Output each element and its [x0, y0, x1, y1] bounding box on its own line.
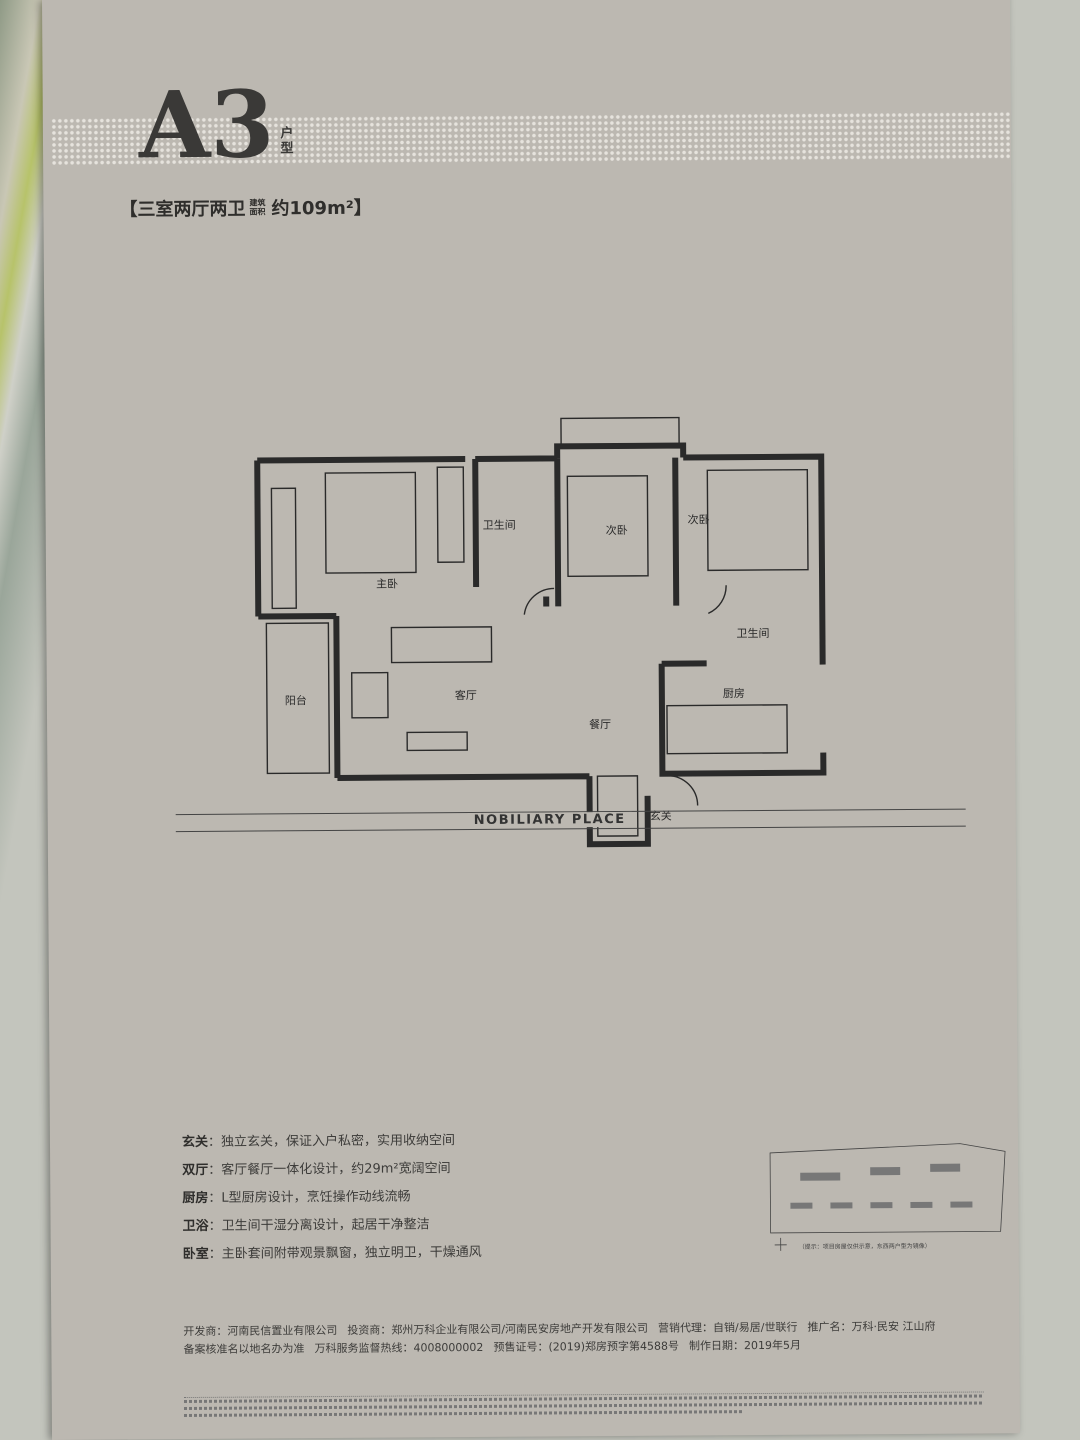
production-date: 制作日期：2019年5月: [688, 1338, 802, 1353]
developer: 开发商：河南民信置业有限公司: [183, 1323, 338, 1339]
room-label: 卫生间: [483, 518, 516, 532]
feature-item: 卧室：主卧套间附带观景飘窗，独立明卫，干燥通风: [182, 1244, 482, 1263]
brochure-page: A3 户型 【三室两厅两卫 建筑面积 约109m²】: [42, 0, 1021, 1440]
unit-heading: A3 户型: [138, 70, 295, 180]
agent: 营销代理：自销/易居/世联行: [657, 1320, 798, 1335]
room-label: 次卧: [606, 523, 628, 537]
area-value: 约109m²】: [271, 197, 372, 220]
unit-suffix: 户型: [280, 126, 294, 157]
presale-permit: 预售证号：(2019)郑房预字第4588号: [493, 1339, 680, 1354]
site-map: （提示：项目房屋仅供示意，东西两户型为镜像）: [769, 1143, 1006, 1251]
footer: 开发商：河南民信置业有限公司 投资商：郑州万科企业有限公司/河南民安房地产开发有…: [183, 1319, 1003, 1357]
investor: 投资商：郑州万科企业有限公司/河南民安房地产开发有限公司: [347, 1321, 649, 1337]
site-map-note: （提示：项目房屋仅供示意，东西两户型为镜像）: [799, 1242, 931, 1251]
area-label: 建筑面积: [249, 198, 266, 217]
room-label: 餐厅: [589, 717, 611, 731]
layout-label: 【三室两厅两卫: [119, 198, 246, 221]
room-label: 卫生间: [736, 626, 769, 640]
floor-plan: 主卧 卫生间 次卧 次卧 卫生间 阳台 客厅 餐厅 厨房 玄关: [254, 416, 827, 848]
room-label: 厨房: [723, 687, 745, 700]
fine-print: [183, 1391, 984, 1418]
walls: [254, 442, 827, 848]
room-label: 次卧: [688, 512, 710, 526]
registration: 备案核准名以地名办为准: [183, 1342, 305, 1357]
feature-item: 厨房：L型厨房设计，烹饪操作动线流畅: [182, 1189, 411, 1207]
room-label: 主卧: [376, 578, 398, 591]
brand-name: NOBILIARY PLACE: [467, 811, 632, 829]
footer-row-2: 备案核准名以地名办为准 万科服务监督热线：4008000002 预售证号：(20…: [183, 1337, 1003, 1357]
unit-code: A3: [138, 70, 275, 180]
room-label: 阳台: [285, 693, 307, 707]
footer-row-1: 开发商：河南民信置业有限公司 投资商：郑州万科企业有限公司/河南民安房地产开发有…: [183, 1319, 1003, 1339]
room-label: 玄关: [650, 809, 672, 823]
feature-list: 玄关：独立玄关，保证入户私密，实用收纳空间 双厅：客厅餐厅一体化设计，约29m²…: [182, 1129, 482, 1271]
feature-item: 双厅：客厅餐厅一体化设计，约29m²宽阔空间: [182, 1161, 451, 1179]
hotline: 万科服务监督热线：4008000002: [314, 1340, 484, 1356]
feature-item: 玄关：独立玄关，保证入户私密，实用收纳空间: [181, 1133, 456, 1151]
room-label: 客厅: [455, 688, 477, 702]
feature-item: 卫浴：卫生间干湿分离设计，起居干净整洁: [182, 1217, 430, 1235]
unit-subtitle: 【三室两厅两卫 建筑面积 约109m²】: [119, 194, 371, 222]
promo-name: 推广名：万科·民安 江山府: [807, 1319, 936, 1334]
fixtures: [265, 416, 809, 837]
